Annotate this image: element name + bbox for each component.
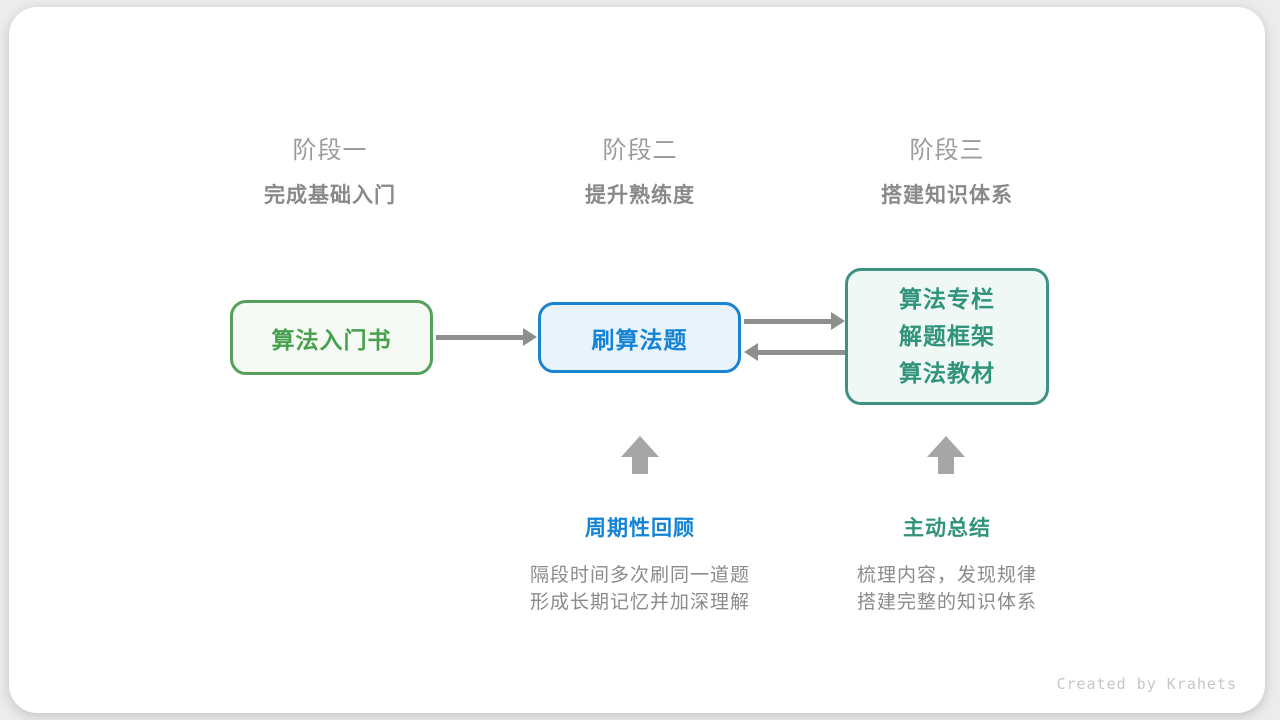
node-intro-book: 算法入门书 <box>230 300 433 375</box>
arrow-up-stem <box>632 457 648 474</box>
node-resources-line-1: 算法专栏 <box>899 286 995 312</box>
arrow-up-head <box>621 436 659 457</box>
node-resources: 算法专栏 解题框架 算法教材 <box>845 268 1049 405</box>
stage-3-title: 搭建知识体系 <box>881 184 1013 207</box>
stage-1-title: 完成基础入门 <box>264 184 396 207</box>
arrow-up-head <box>927 436 965 457</box>
stage-2-title: 提升熟练度 <box>585 184 695 207</box>
annotation-review-line-1: 隔段时间多次刷同一道题 <box>529 565 750 586</box>
node-resources-line-2: 解题框架 <box>899 323 995 349</box>
footer-credit: Created by Krahets <box>1056 675 1237 693</box>
arrow-shaft <box>436 334 523 340</box>
annotation-summary-line-1: 梳理内容，发现规律 <box>856 565 1037 586</box>
stage-3-label: 阶段三 <box>909 137 985 164</box>
node-resources-line-3: 算法教材 <box>899 360 995 386</box>
diagram-card: 阶段一 完成基础入门 阶段二 提升熟练度 阶段三 搭建知识体系 算法入门书 刷算… <box>9 7 1265 713</box>
arrow-right-icon <box>744 312 845 330</box>
stage-1-label: 阶段一 <box>292 137 368 164</box>
arrow-left-icon <box>744 343 845 361</box>
node-practice: 刷算法题 <box>538 302 741 373</box>
arrow-shaft <box>744 318 831 324</box>
arrow-up-icon <box>927 436 965 474</box>
annotation-review-line-2: 形成长期记忆并加深理解 <box>529 592 750 613</box>
node-practice-label: 刷算法题 <box>591 326 688 353</box>
annotation-summary-line-2: 搭建完整的知识体系 <box>856 592 1037 613</box>
arrow-head-right <box>831 312 845 330</box>
arrow-up-stem <box>938 457 954 474</box>
arrow-head-right <box>523 328 537 346</box>
annotation-summary-title: 主动总结 <box>903 517 991 540</box>
annotation-review-title: 周期性回顾 <box>585 517 695 540</box>
arrow-right-icon <box>436 328 537 346</box>
stage-2-label: 阶段二 <box>602 137 678 164</box>
arrow-head-left <box>744 343 758 361</box>
arrow-shaft <box>758 349 845 355</box>
node-intro-book-label: 算法入门书 <box>271 326 392 353</box>
arrow-up-icon <box>621 436 659 474</box>
